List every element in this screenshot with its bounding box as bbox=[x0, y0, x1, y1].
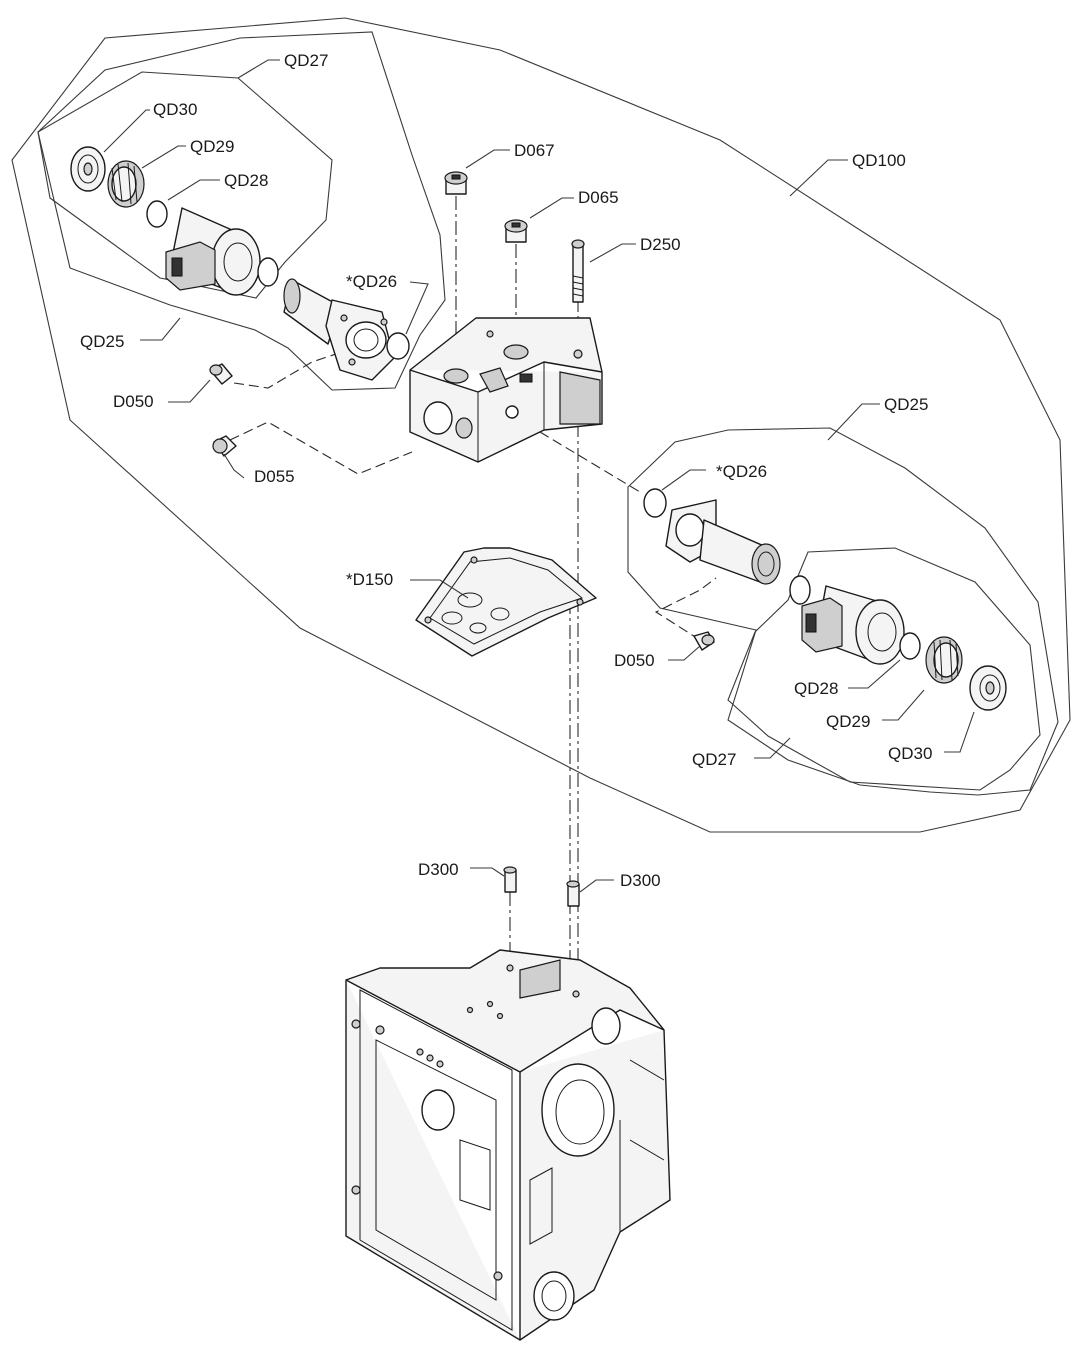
label-d050-left: D050 bbox=[113, 392, 154, 411]
qd100-group-outline bbox=[11, 17, 1071, 833]
label-d300-left: D300 bbox=[418, 860, 459, 879]
qd26-oring-left bbox=[386, 332, 410, 360]
qd29-ring-left bbox=[107, 160, 145, 208]
pump-housing bbox=[345, 949, 671, 1341]
qd25-right-group-outline bbox=[627, 427, 1059, 796]
valve-block bbox=[409, 317, 603, 463]
leader-lines bbox=[103, 59, 975, 893]
solenoid-coil-right bbox=[801, 585, 905, 665]
d055-screw bbox=[212, 435, 237, 457]
qd26-oring-right bbox=[643, 488, 667, 518]
label-d065: D065 bbox=[578, 188, 619, 207]
label-qd25-left: QD25 bbox=[80, 332, 124, 351]
label-qd30-bottom: QD30 bbox=[888, 744, 932, 763]
label-qd28-top: QD28 bbox=[224, 171, 268, 190]
label-d300-right: D300 bbox=[620, 871, 661, 890]
label-d150: *D150 bbox=[346, 570, 393, 589]
label-qd27-top: QD27 bbox=[284, 51, 328, 70]
qd30-nut-left bbox=[70, 146, 106, 192]
d250-bolt bbox=[571, 239, 585, 303]
label-qd27-bottom: QD27 bbox=[692, 750, 736, 769]
label-qd100: QD100 bbox=[852, 151, 906, 170]
label-d055: D055 bbox=[254, 467, 295, 486]
oring-right-small bbox=[789, 575, 811, 605]
label-qd26-top: *QD26 bbox=[346, 272, 397, 291]
d300-pin-right bbox=[566, 880, 580, 907]
d067-plug bbox=[444, 171, 468, 195]
label-qd29-top: QD29 bbox=[190, 137, 234, 156]
label-d050-right: D050 bbox=[614, 651, 655, 670]
label-qd29-bottom: QD29 bbox=[826, 712, 870, 731]
centerline-d050-right bbox=[654, 577, 717, 641]
centerline-d050-left bbox=[233, 351, 343, 389]
centerline-d055 bbox=[229, 421, 413, 475]
d300-pin-left bbox=[503, 866, 517, 893]
d150-gasket bbox=[415, 547, 597, 657]
label-d250: D250 bbox=[640, 235, 681, 254]
qd25-left-group-outline bbox=[37, 31, 446, 391]
d050-screw-left bbox=[209, 363, 233, 385]
qd30-nut-right bbox=[969, 665, 1007, 711]
qd27-right-group-outline bbox=[727, 547, 1041, 791]
centerline-right-solenoid bbox=[539, 431, 641, 493]
label-qd26-right: *QD26 bbox=[716, 462, 767, 481]
d065-plug bbox=[504, 219, 528, 243]
qd27-left-group-outline bbox=[37, 71, 333, 299]
qd29-ring-right bbox=[925, 636, 963, 684]
label-qd30-top: QD30 bbox=[153, 100, 197, 119]
label-qd25-right: QD25 bbox=[884, 395, 928, 414]
qd25-armature-left bbox=[283, 278, 395, 381]
qd28-oring-right bbox=[899, 632, 921, 660]
label-d067: D067 bbox=[514, 141, 555, 160]
qd25-armature-right bbox=[665, 499, 781, 585]
qd28-oring-left bbox=[146, 200, 168, 228]
oring-left-small bbox=[257, 257, 279, 287]
d050-screw-right bbox=[693, 631, 715, 651]
label-qd28-bottom: QD28 bbox=[794, 679, 838, 698]
solenoid-coil-left bbox=[165, 207, 261, 296]
